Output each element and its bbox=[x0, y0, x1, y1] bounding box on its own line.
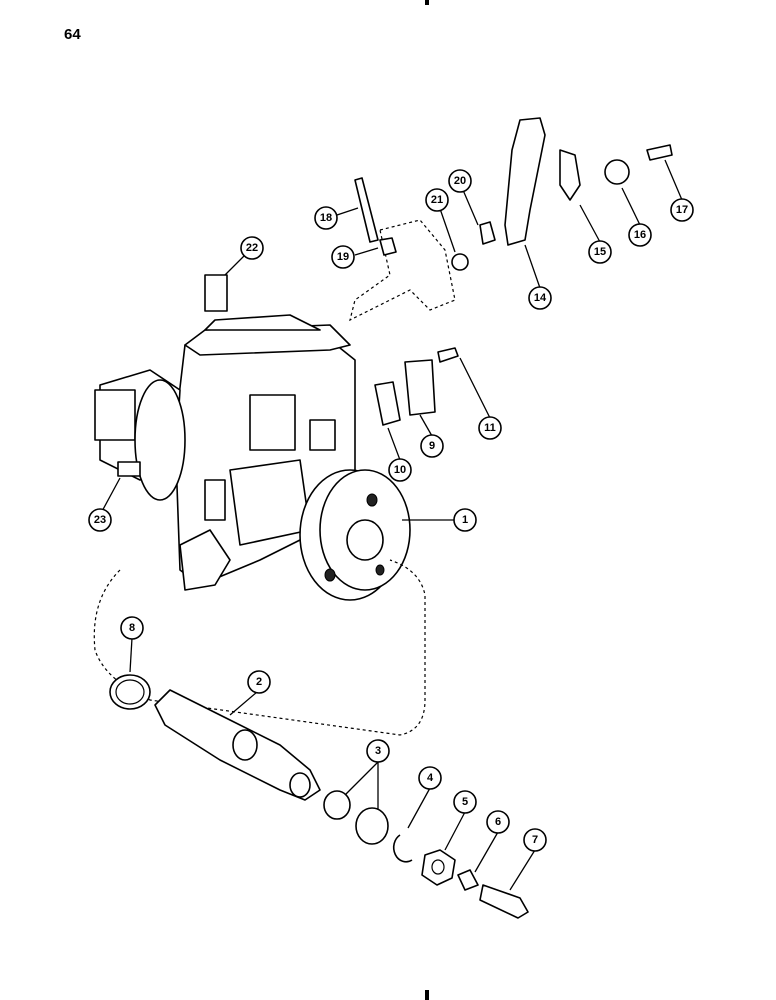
callout-16: 16 bbox=[628, 223, 652, 247]
screw-17 bbox=[646, 144, 673, 161]
svg-text:16: 16 bbox=[634, 229, 646, 241]
svg-text:23: 23 bbox=[94, 514, 106, 526]
screw-11 bbox=[437, 347, 459, 363]
callout-14: 14 bbox=[528, 286, 552, 310]
bushing-16 bbox=[604, 159, 630, 185]
nut-19 bbox=[379, 237, 397, 256]
svg-text:18: 18 bbox=[320, 212, 332, 224]
svg-text:20: 20 bbox=[454, 175, 466, 187]
svg-text:21: 21 bbox=[431, 194, 443, 206]
washer-b bbox=[355, 807, 389, 845]
callout-23: 23 bbox=[88, 508, 112, 532]
svg-text:5: 5 bbox=[462, 796, 468, 808]
callout-19: 19 bbox=[331, 245, 355, 269]
snap-ring bbox=[392, 834, 413, 863]
callout-17: 17 bbox=[670, 198, 694, 222]
page-number: 64 bbox=[64, 26, 81, 43]
callout-11: 11 bbox=[478, 416, 502, 440]
callout-3: 3 bbox=[366, 739, 390, 763]
stud-23 bbox=[117, 461, 141, 477]
callout-7: 7 bbox=[523, 828, 547, 852]
bolt bbox=[479, 884, 529, 919]
spring-15 bbox=[559, 149, 581, 201]
leader-lines bbox=[99, 159, 683, 891]
svg-text:9: 9 bbox=[429, 440, 435, 452]
svg-text:17: 17 bbox=[676, 204, 688, 216]
callout-22: 22 bbox=[240, 236, 264, 260]
callout-1: 1 bbox=[453, 508, 477, 532]
drive-shaft bbox=[154, 689, 321, 801]
svg-text:8: 8 bbox=[129, 622, 135, 634]
washer-a bbox=[323, 790, 351, 820]
svg-text:4: 4 bbox=[427, 772, 434, 784]
svg-text:2: 2 bbox=[256, 676, 262, 688]
plate-10 bbox=[374, 381, 401, 426]
callout-9: 9 bbox=[420, 434, 444, 458]
spring bbox=[457, 869, 479, 891]
fitting-22 bbox=[204, 274, 228, 312]
screw-20 bbox=[479, 221, 496, 245]
callout-21: 21 bbox=[425, 188, 449, 212]
callout-10: 10 bbox=[388, 458, 412, 482]
svg-text:22: 22 bbox=[246, 242, 258, 254]
svg-text:14: 14 bbox=[534, 292, 547, 304]
callout-20: 20 bbox=[448, 169, 472, 193]
svg-text:7: 7 bbox=[532, 834, 538, 846]
callout-4: 4 bbox=[418, 766, 442, 790]
bottom-mark bbox=[425, 990, 429, 1000]
callout-18: 18 bbox=[314, 206, 338, 230]
lever-14 bbox=[504, 117, 546, 246]
svg-text:6: 6 bbox=[495, 816, 501, 828]
svg-text:10: 10 bbox=[394, 464, 406, 476]
callout-2: 2 bbox=[247, 670, 271, 694]
nut-21 bbox=[451, 253, 469, 271]
callout-8: 8 bbox=[120, 616, 144, 640]
svg-text:1: 1 bbox=[462, 514, 468, 526]
callout-15: 15 bbox=[588, 240, 612, 264]
shaft-outline bbox=[93, 559, 426, 736]
svg-text:19: 19 bbox=[337, 251, 349, 263]
svg-text:3: 3 bbox=[375, 745, 381, 757]
lever-ghost bbox=[349, 219, 456, 322]
flange bbox=[299, 469, 411, 601]
plate-9 bbox=[404, 359, 436, 416]
top-mark bbox=[425, 0, 429, 5]
callout-6: 6 bbox=[486, 810, 510, 834]
bolt-18 bbox=[354, 177, 379, 243]
callout-5: 5 bbox=[453, 790, 477, 814]
svg-text:15: 15 bbox=[594, 246, 606, 258]
svg-text:11: 11 bbox=[484, 422, 496, 434]
